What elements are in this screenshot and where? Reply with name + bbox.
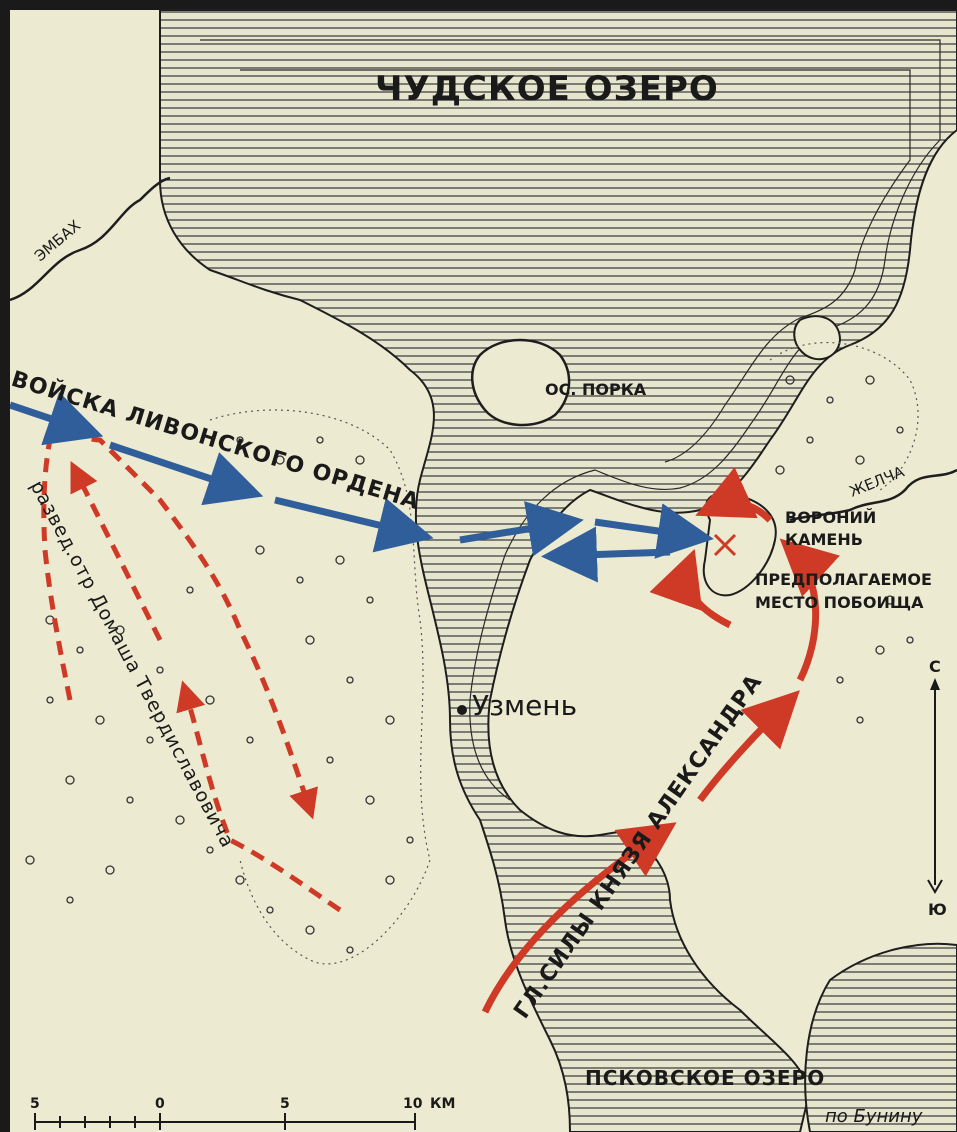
- forest-boundary-east: [769, 342, 919, 491]
- river-embakh: [10, 176, 171, 302]
- island-porka-label: ОС. ПОРКА: [545, 380, 647, 399]
- town-uzmen-label: Узмень: [472, 689, 577, 722]
- scale-unit: КМ: [430, 1096, 455, 1112]
- map-frame: ЧУДСКОЕ ОЗЕРО ОС. ПОРКА ВОРОНИЙ КАМЕНЬ П…: [10, 0, 957, 1132]
- compass-north-label: С: [929, 657, 941, 676]
- scale-tick-1: 0: [155, 1096, 165, 1112]
- prince-route: [481, 467, 840, 1014]
- scale-tick-0: 5: [30, 1096, 40, 1112]
- scale-tick-2: 5: [280, 1096, 290, 1112]
- scale-tick-3: 10: [403, 1096, 423, 1112]
- top-border: [10, 0, 957, 10]
- compass: [927, 678, 943, 894]
- lake-shore-contour: [200, 39, 941, 801]
- battle-place-label-1: ПРЕДПОЛАГАЕМОЕ: [755, 570, 932, 589]
- island-porka: [470, 338, 571, 427]
- forest-boundary-west: [209, 409, 431, 965]
- compass-south-label: Ю: [928, 900, 947, 919]
- river-zhelcha: [789, 468, 957, 522]
- credit-label: по Бунину: [825, 1106, 923, 1127]
- lake-inner-contour: [240, 69, 911, 463]
- scale-bar: [34, 1113, 416, 1130]
- lake-pskov: [804, 942, 957, 1132]
- battle-marker: [713, 533, 737, 557]
- lake-peipus-label: ЧУДСКОЕ ОЗЕРО: [375, 69, 719, 109]
- lake-pskov-label: ПСКОВСКОЕ ОЗЕРО: [585, 1066, 825, 1090]
- forest-east: [775, 375, 914, 724]
- battle-place-label-2: МЕСТО ПОБОИЩА: [755, 593, 924, 612]
- forest-west: [25, 436, 414, 954]
- voroniy-label-2: КАМЕНЬ: [785, 530, 863, 549]
- east-shore-island: [793, 315, 842, 361]
- voroniy-label-1: ВОРОНИЙ: [785, 508, 876, 527]
- town-uzmen-dot: [457, 705, 467, 715]
- order-route: [10, 392, 714, 583]
- battle-map: ЧУДСКОЕ ОЗЕРО ОС. ПОРКА ВОРОНИЙ КАМЕНЬ П…: [10, 0, 957, 1132]
